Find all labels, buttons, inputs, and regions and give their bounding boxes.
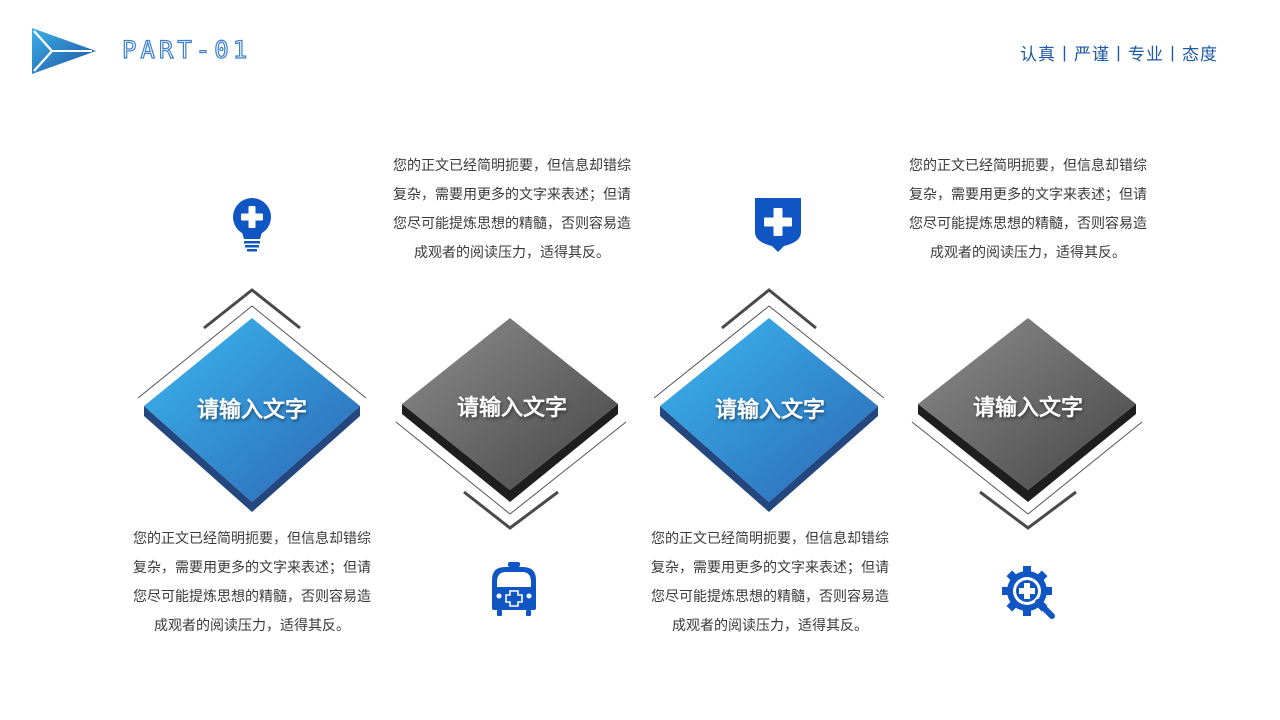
lightbulb-plus-icon xyxy=(224,195,280,255)
diamond-card-3[interactable]: 请输入文字 xyxy=(650,288,890,528)
motto: 认真丨严谨丨专业丨态度 xyxy=(1020,45,1218,65)
card-label: 请输入文字 xyxy=(196,398,307,423)
part-title: PART-01 xyxy=(121,35,252,64)
description-4: 您的正文已经简明扼要，但信息却错综复杂，需要用更多的文字来表述；但请您尽可能提炼… xyxy=(909,158,1147,261)
description-2: 您的正文已经简明扼要，但信息却错综复杂，需要用更多的文字来表述；但请您尽可能提炼… xyxy=(393,158,631,261)
card-label: 请输入文字 xyxy=(972,396,1083,421)
diamond-card-1[interactable]: 请输入文字 xyxy=(132,288,372,528)
shield-plus-icon xyxy=(750,194,806,254)
gear-search-plus-icon xyxy=(1000,564,1056,624)
logo-arrow-icon xyxy=(32,28,96,74)
card-label: 请输入文字 xyxy=(456,396,567,421)
card-label: 请输入文字 xyxy=(714,398,825,423)
ambulance-icon xyxy=(486,560,542,620)
diamond-card-2[interactable]: 请输入文字 xyxy=(392,310,632,550)
description-3: 您的正文已经简明扼要，但信息却错综复杂，需要用更多的文字来表述；但请您尽可能提炼… xyxy=(651,531,889,634)
description-1: 您的正文已经简明扼要，但信息却错综复杂，需要用更多的文字来表述；但请您尽可能提炼… xyxy=(133,531,371,634)
diamond-card-4[interactable]: 请输入文字 xyxy=(908,310,1148,550)
